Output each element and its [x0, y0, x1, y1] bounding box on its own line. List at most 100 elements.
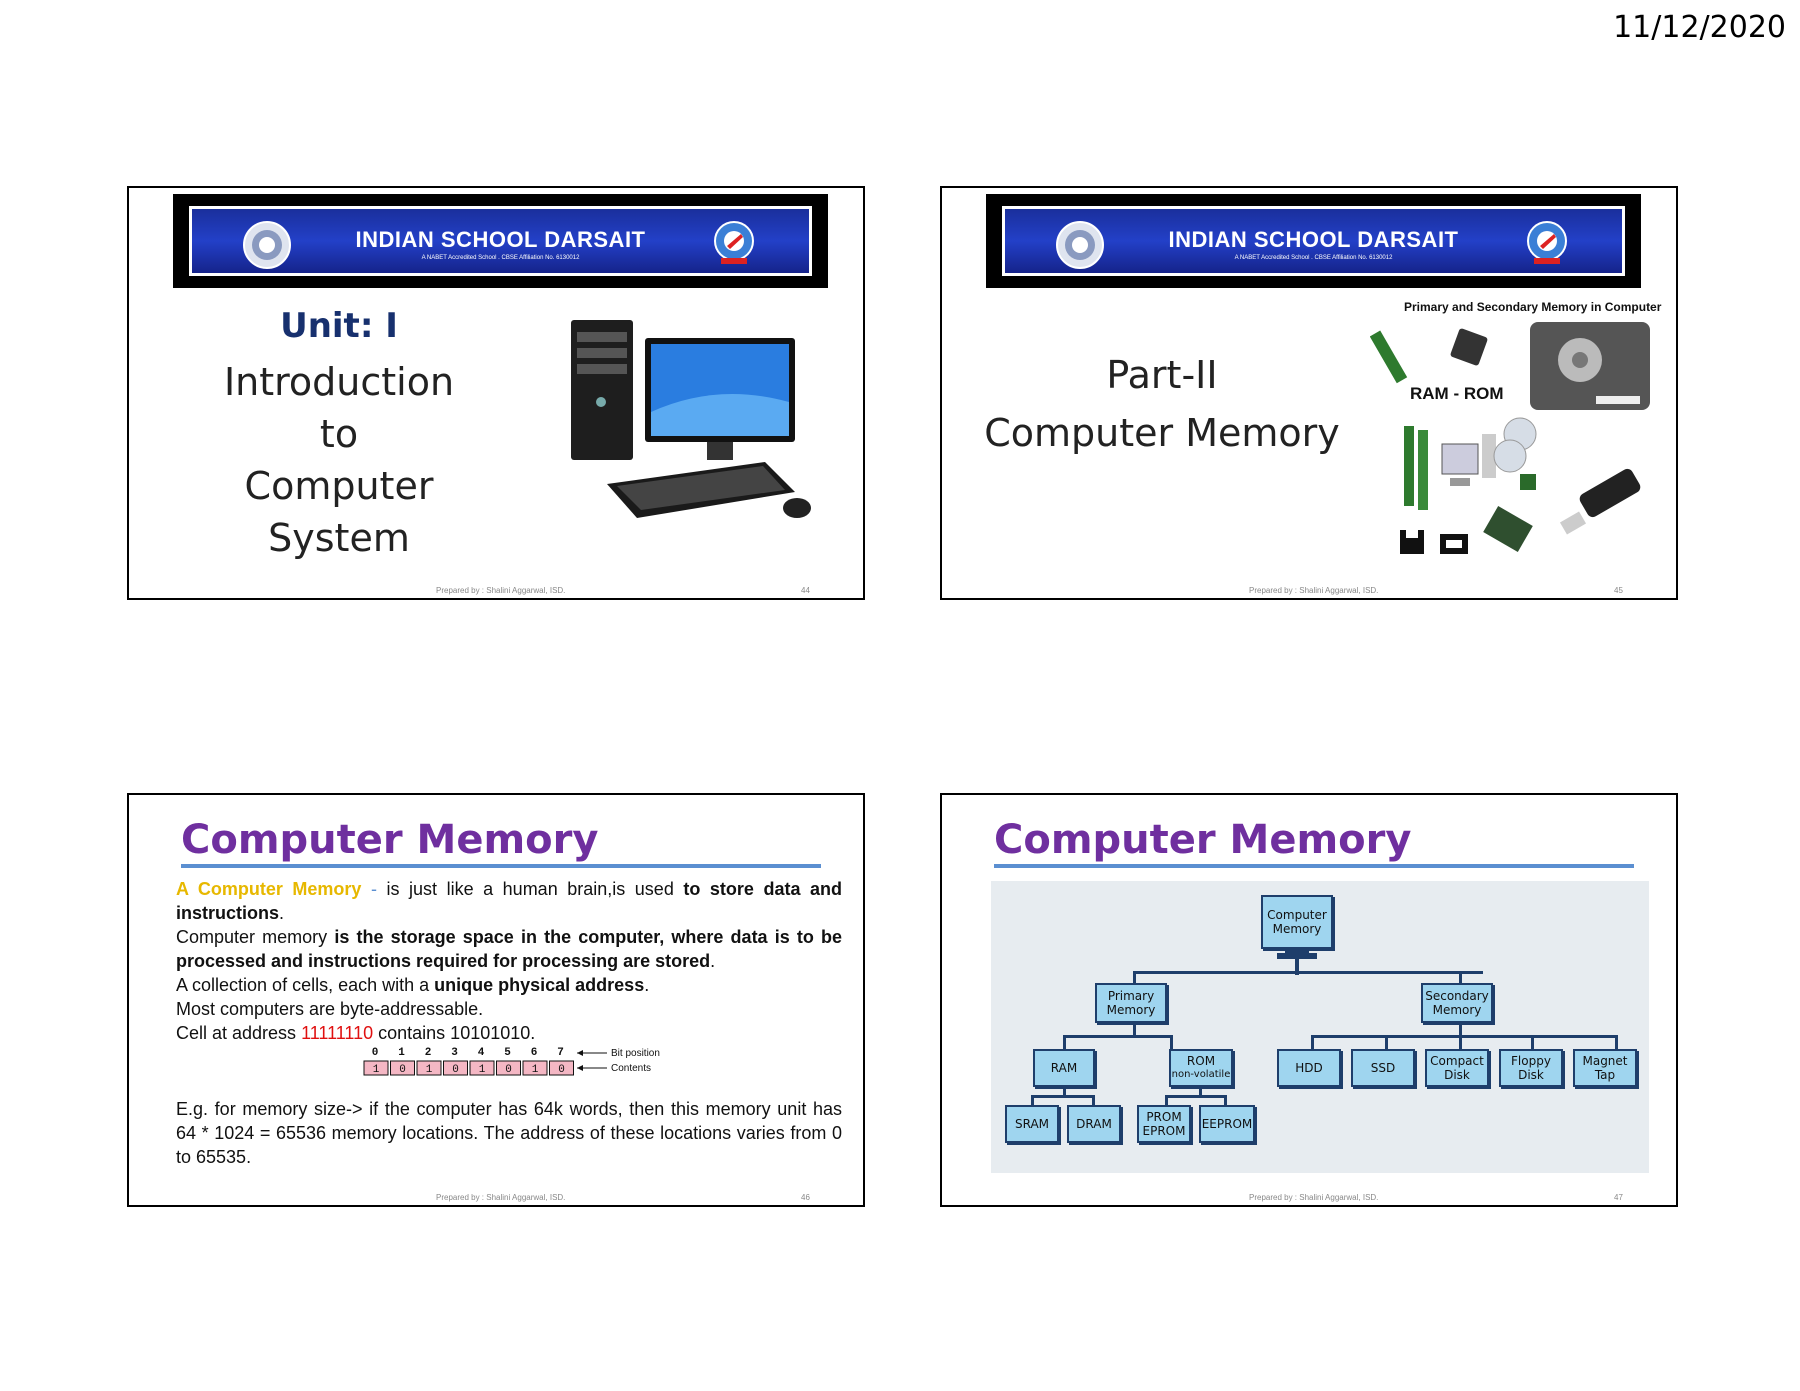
cells-bold: unique physical address [434, 975, 645, 995]
bit-position-5: 5 [504, 1047, 511, 1059]
cells-text: A collection of cells, each with a [176, 975, 435, 995]
bit-position-2: 2 [425, 1047, 432, 1059]
cell-address: 11111110 [301, 1023, 374, 1043]
paragraph-definition: A Computer Memory - is just like a human… [176, 877, 842, 925]
node-sram: SRAM [1005, 1105, 1059, 1143]
cell-text: Cell at address [176, 1023, 302, 1043]
definition-bold: to store data and instructions [176, 879, 842, 923]
title-line-1: Introduction [223, 360, 455, 404]
contents-label: Contents [611, 1063, 651, 1074]
school-name: INDIAN SCHOOL DARSAIT [355, 227, 646, 252]
definition-text: is just like a human brain,is used [386, 879, 684, 899]
slide-title: Part-II Computer Memory [982, 346, 1342, 462]
school-crest-icon [1056, 221, 1104, 269]
bit-cell-4 [469, 1060, 495, 1076]
node-text: ROM [1186, 1054, 1216, 1068]
node-dram: DRAM [1067, 1105, 1121, 1143]
school-crest-icon [243, 221, 291, 269]
paragraph-cell-address: Cell at address 11111110 contains 101010… [176, 1021, 842, 1045]
heading-underline [994, 864, 1634, 868]
title-line-3: Computer System [244, 464, 434, 560]
bit-position-label: Bit position [611, 1048, 660, 1059]
bit-cell-2 [416, 1060, 442, 1076]
node-text: Magnet [1582, 1054, 1628, 1068]
node-text: Computer [1267, 908, 1327, 922]
period: . [644, 975, 650, 995]
school-name: INDIAN SCHOOL DARSAIT [1168, 227, 1459, 252]
example-paragraph: E.g. for memory size-> if the computer h… [176, 1099, 842, 1167]
slide-heading: Computer Memory [994, 817, 1412, 863]
paragraph-byte-addressable: Most computers are byte-addressable. [176, 999, 484, 1019]
slide-number: 44 [801, 586, 810, 595]
nabet-logo-icon [1527, 221, 1567, 264]
bit-content-0: 1 [373, 1064, 380, 1076]
title-line-2: Computer Memory [984, 411, 1340, 455]
bit-cell-0 [363, 1060, 389, 1076]
heading-underline [181, 864, 821, 868]
paragraph-storage: Computer memory is the storage space in … [176, 925, 842, 973]
bit-position-4: 4 [478, 1047, 485, 1059]
dash: - [361, 879, 387, 899]
bit-position-7: 7 [557, 1047, 564, 1059]
node-text: Memory [1432, 1003, 1482, 1017]
bit-cell-3 [443, 1060, 468, 1076]
slide-number: 47 [1614, 1193, 1623, 1202]
period: . [710, 951, 716, 971]
bit-cell-5 [496, 1060, 521, 1076]
nabet-logo-icon [714, 221, 754, 264]
slide-44: INDIAN SCHOOL DARSAIT A NABET Accredited… [127, 186, 865, 600]
slide-46: Computer Memory A Computer Memory - is j… [127, 793, 865, 1207]
highlight-term: A Computer Memory [176, 879, 362, 899]
node-hdd: HDD [1277, 1049, 1341, 1087]
node-ram: RAM [1033, 1049, 1095, 1087]
bit-content-4: 1 [479, 1064, 486, 1076]
node-ssd: SSD [1351, 1049, 1415, 1087]
bit-content-7: 0 [558, 1064, 565, 1076]
bit-cell-7 [549, 1060, 574, 1076]
cell-contents-text: contains 10101010. [373, 1023, 536, 1043]
node-text: Primary [1107, 989, 1155, 1003]
node-text: Secondary [1425, 989, 1489, 1003]
node-text: Tap [1594, 1068, 1616, 1082]
bit-content-1: 0 [399, 1064, 406, 1076]
node-text: Floppy [1511, 1054, 1551, 1068]
bit-content-5: 0 [505, 1064, 512, 1076]
node-text: Compact [1430, 1054, 1484, 1068]
slide-title: Introduction to Computer System [189, 356, 489, 564]
school-tagline: A NABET Accredited School . CBSE Affilia… [1234, 255, 1393, 261]
bit-position-3: 3 [451, 1047, 458, 1059]
node-text: Disk [1518, 1068, 1544, 1082]
footer-prepared-by: Prepared by : Shalini Aggarwal, ISD. [1249, 1193, 1379, 1202]
school-banner: INDIAN SCHOOL DARSAIT A NABET Accredited… [173, 194, 828, 288]
bit-cell-1 [390, 1060, 415, 1076]
title-line-2: to [319, 412, 359, 456]
storage-text: Computer memory [176, 927, 335, 947]
period: . [279, 903, 285, 923]
bit-position-6: 6 [531, 1047, 538, 1059]
school-tagline: A NABET Accredited School . CBSE Affilia… [421, 255, 580, 261]
bit-cell-6 [522, 1060, 548, 1076]
footer-prepared-by: Prepared by : Shalini Aggarwal, ISD. [436, 586, 566, 595]
desktop-computer-icon [571, 320, 811, 518]
bit-content-3: 0 [452, 1064, 459, 1076]
slide-number: 45 [1614, 586, 1623, 595]
image-caption: Primary and Secondary Memory in Computer [1404, 300, 1662, 314]
ram-rom-label: RAM - ROM [1410, 384, 1504, 403]
slide-body: A Computer Memory - is just like a human… [176, 877, 842, 1045]
memory-devices-image [1370, 322, 1650, 554]
slide-45: INDIAN SCHOOL DARSAIT A NABET Accredited… [940, 186, 1678, 600]
bit-position-1: 1 [398, 1047, 405, 1059]
unit-title: Unit: I [280, 306, 398, 346]
paragraph-cells: A collection of cells, each with a uniqu… [176, 973, 842, 997]
storage-bold: is the storage space in the computer, wh… [176, 927, 842, 971]
